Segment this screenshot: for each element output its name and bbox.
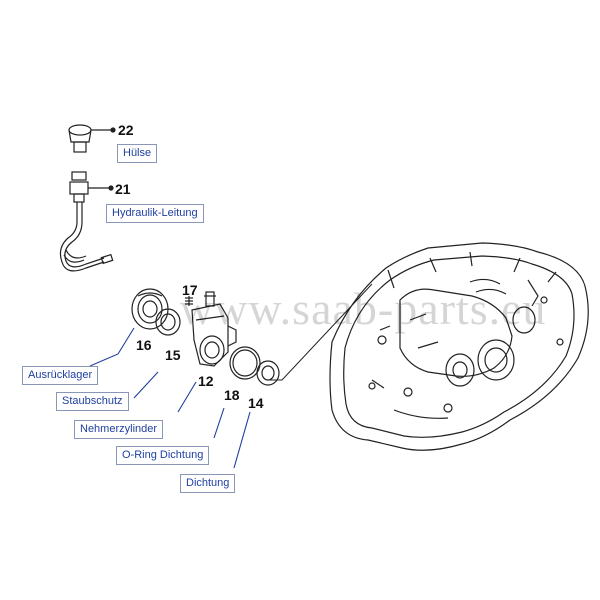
part-18-o-ring bbox=[229, 346, 261, 380]
part-16-release-bearing bbox=[131, 288, 169, 330]
part-22-sleeve bbox=[68, 124, 116, 153]
part-14-seal bbox=[256, 360, 280, 386]
part-number-14: 14 bbox=[248, 395, 264, 411]
part-label-staubschutz: Staubschutz bbox=[56, 392, 129, 411]
part-label-huelse: Hülse bbox=[117, 144, 158, 163]
part-number-18: 18 bbox=[224, 387, 240, 403]
part-number-15: 15 bbox=[165, 347, 181, 363]
part-15-dust-boot bbox=[155, 308, 181, 336]
part-21-hydraulic-line bbox=[59, 171, 114, 272]
part-number-17: 17 bbox=[182, 282, 198, 298]
watermark: www.saab-parts.eu bbox=[180, 283, 547, 334]
part-label-o-ring-dichtung: O-Ring Dichtung bbox=[116, 446, 210, 465]
part-number-22: 22 bbox=[118, 122, 134, 138]
part-label-ausruecklager: Ausrücklager bbox=[22, 366, 99, 385]
part-number-12: 12 bbox=[198, 373, 214, 389]
part-12-slave-cylinder bbox=[191, 291, 237, 367]
part-17-bleed-screw bbox=[185, 296, 193, 306]
part-number-21: 21 bbox=[115, 181, 131, 197]
gearbox-housing bbox=[329, 242, 589, 451]
part-label-hydraulik-leitung: Hydraulik-Leitung bbox=[106, 204, 204, 223]
part-label-nehmerzylinder: Nehmerzylinder bbox=[74, 420, 164, 439]
part-label-dichtung: Dichtung bbox=[180, 474, 236, 493]
leader-lines bbox=[89, 327, 251, 469]
part-number-16: 16 bbox=[136, 337, 152, 353]
